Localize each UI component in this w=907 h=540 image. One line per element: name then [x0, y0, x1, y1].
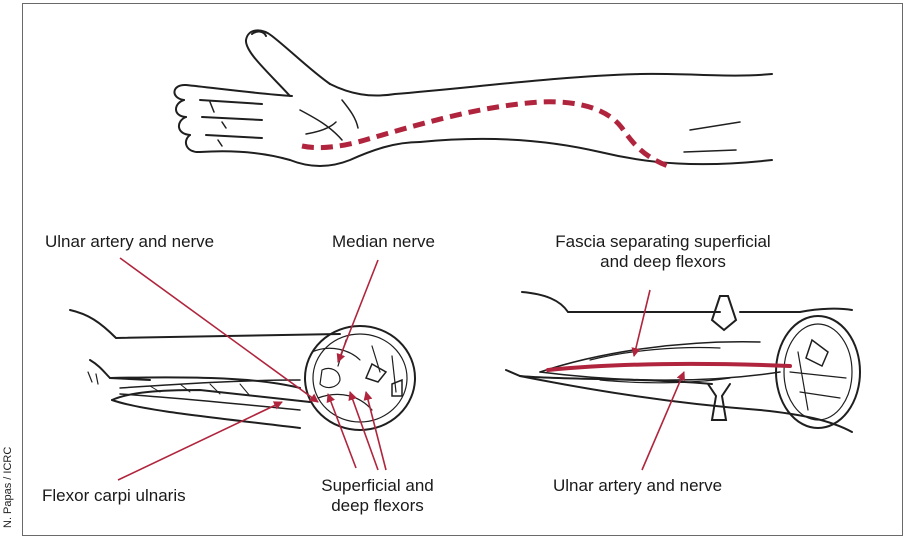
image-credit: N. Papas / ICRC	[2, 447, 14, 528]
label-flexor-carpi-ulnaris: Flexor carpi ulnaris	[42, 486, 186, 506]
leader-arrows	[118, 258, 684, 480]
label-ulnar-artery-right: Ulnar artery and nerve	[553, 476, 722, 496]
label-fascia: Fascia separating superficial and deep f…	[533, 232, 793, 272]
label-ulnar-artery-left: Ulnar artery and nerve	[45, 232, 214, 252]
arrow-superficial-1	[328, 394, 356, 468]
arrow-ulnar-right	[642, 372, 684, 470]
label-fascia-line1: Fascia separating superficial	[533, 232, 793, 252]
label-fascia-line2: and deep flexors	[533, 252, 793, 272]
label-superficial-line2: deep flexors	[305, 496, 450, 516]
arrow-fascia	[634, 290, 650, 356]
exposed-artery	[548, 364, 790, 370]
arrow-flexor-carpi	[118, 402, 282, 480]
cross-section-left	[70, 310, 415, 430]
arm-top	[174, 30, 772, 166]
arrow-superficial-3	[366, 392, 386, 470]
label-superficial-line1: Superficial and	[305, 476, 450, 496]
arrow-superficial-2	[350, 392, 378, 470]
label-median-nerve: Median nerve	[332, 232, 435, 252]
label-superficial-deep-flexors: Superficial and deep flexors	[305, 476, 450, 516]
